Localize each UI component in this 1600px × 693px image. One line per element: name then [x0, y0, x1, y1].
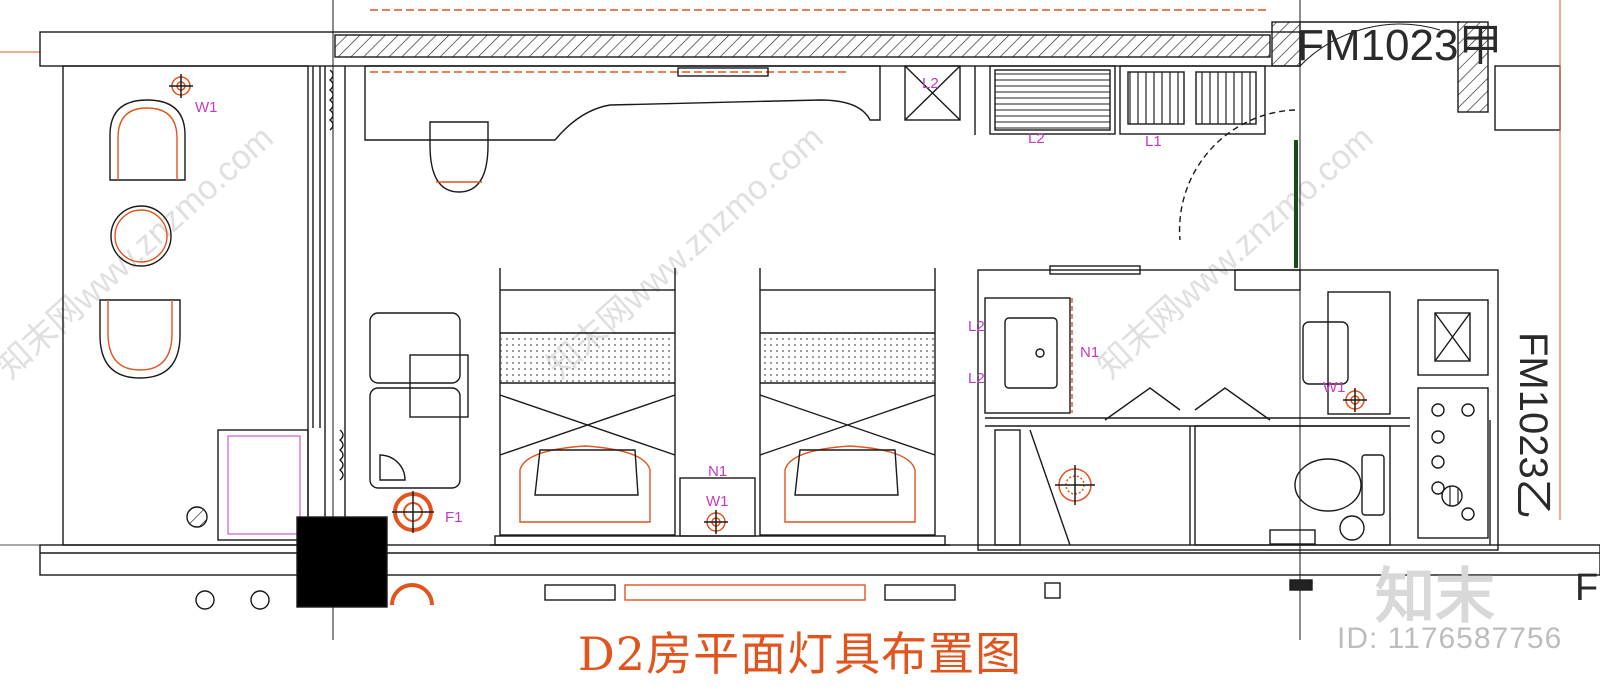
bed-right — [759, 268, 936, 536]
sofa — [369, 312, 461, 384]
bed-left — [499, 268, 676, 536]
watermark-1: 知末网www.znzmo.com — [0, 119, 281, 386]
label-l2-wardrobe: L2 — [1028, 130, 1045, 147]
label-l2-vanity-bottom: L2 — [968, 370, 985, 387]
ceiling-light-lower — [390, 583, 434, 606]
toilet — [1294, 458, 1362, 512]
downlight-w1-balcony — [169, 74, 193, 98]
watermark-3: 知末网www.znzmo.com — [1090, 119, 1381, 386]
structural-column — [296, 516, 388, 608]
door-tag-right: FM1023乙 — [1511, 332, 1555, 519]
label-w1-balcony: W1 — [195, 99, 218, 116]
label-n1-bath: N1 — [1080, 344, 1099, 361]
balcony — [62, 65, 309, 546]
downlight-w1-nightstand — [704, 510, 728, 534]
brand-id: ID: 1176587756 — [1337, 622, 1563, 655]
coffee-table — [409, 354, 469, 418]
door-tag-top: FM1023甲 — [1297, 21, 1502, 70]
label-l1-entry: L1 — [1145, 133, 1162, 150]
watermark: 知末网www.znzmo.com 知末网www.znzmo.com 知末网www… — [0, 119, 1381, 386]
light-fixtures — [169, 74, 1367, 606]
label-f1: F1 — [445, 509, 463, 526]
wardrobe — [989, 65, 1116, 135]
door-tag-right-cut: F — [1575, 567, 1598, 609]
label-w1-bath: W1 — [1323, 379, 1346, 396]
drawing-title: D2房平面灯具布置图 — [577, 627, 1023, 681]
washbasin — [1004, 317, 1058, 389]
desk-counter — [364, 65, 881, 141]
bathroom — [977, 269, 1499, 551]
brand-logo: 知末 — [1375, 562, 1495, 632]
label-n1-bed: N1 — [708, 463, 727, 480]
label-w1-desk: W1 — [706, 493, 729, 510]
exhaust-fan — [1055, 465, 1095, 505]
label-l2-vanity-top: L2 — [968, 318, 985, 335]
downlight-w1-bath — [1343, 388, 1367, 412]
ceiling-light-f1 — [392, 491, 434, 533]
label-l2-closet: L2 — [922, 75, 939, 92]
